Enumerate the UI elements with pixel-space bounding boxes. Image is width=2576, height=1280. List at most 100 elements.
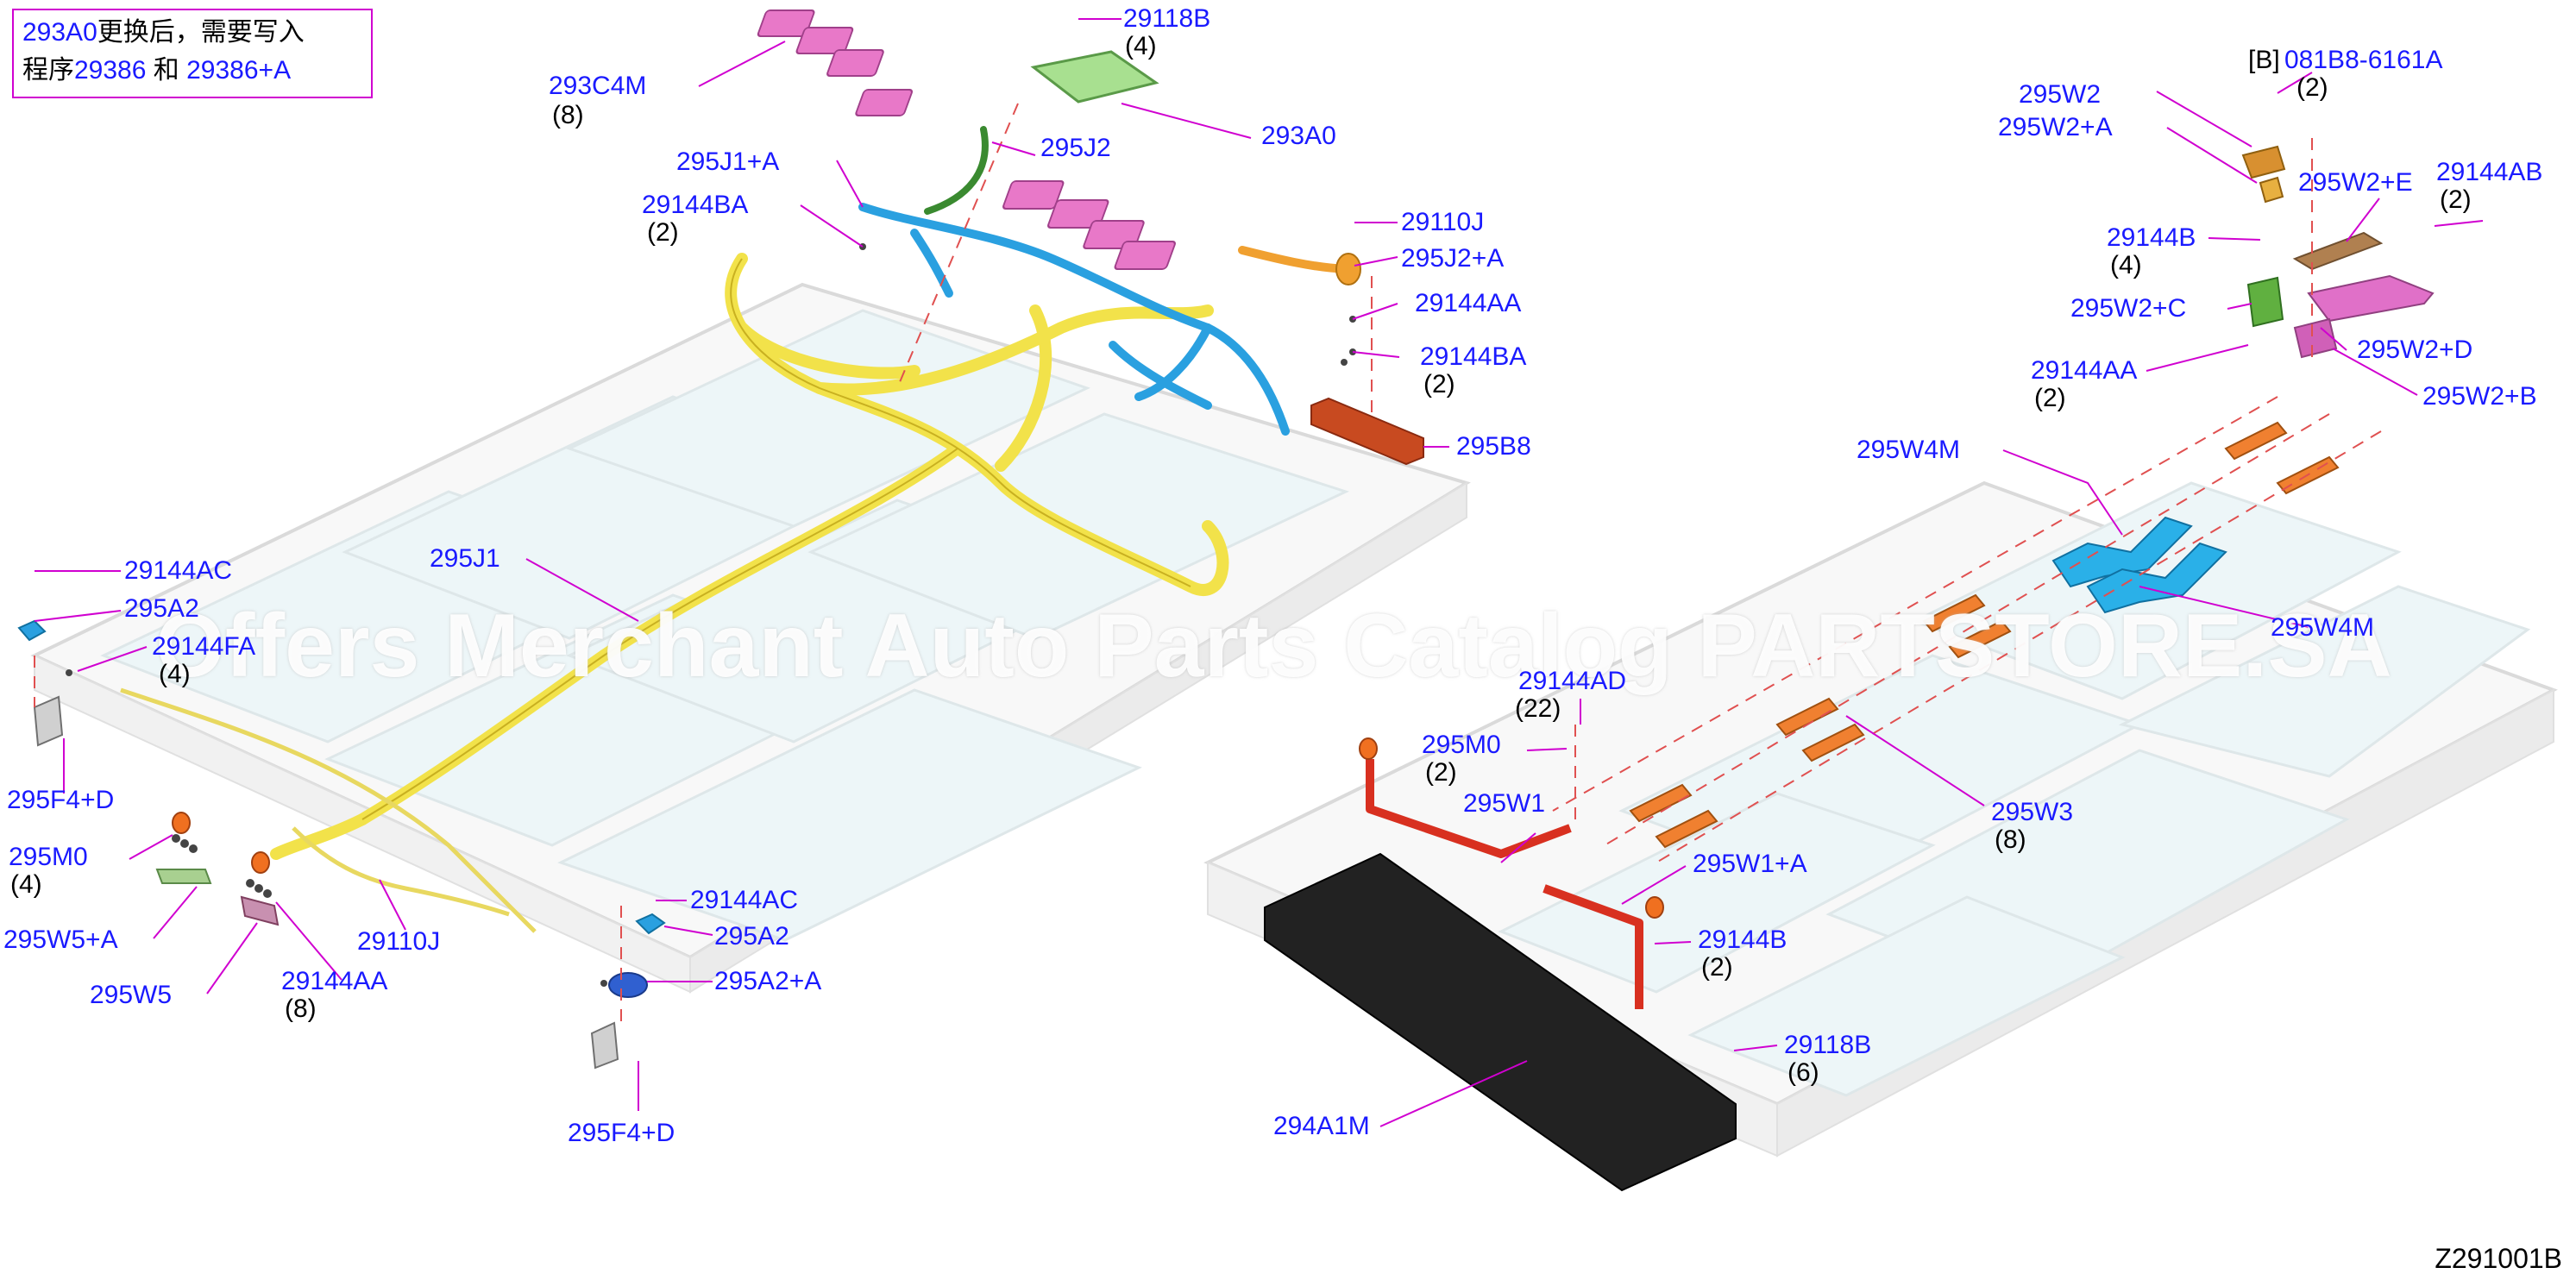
label-295J1-plus-A[interactable]: 295J1+A [676,147,780,176]
label-295W2[interactable]: 295W2 [2019,80,2102,109]
note-part-293A0[interactable]: 293A0 [22,18,97,47]
qty-29144AA-bottom: (8) [285,995,317,1023]
note-box: 293A0更换后，需要写入 程序29386 和 29386+A [12,9,373,98]
label-295M0-left[interactable]: 295M0 [9,843,88,871]
label-295J2[interactable]: 295J2 [1040,134,1111,162]
label-295W4M-top[interactable]: 295W4M [1857,436,1961,464]
label-29144AC-right[interactable]: 29144AC [690,886,799,914]
label-295W2-plus-E[interactable]: 295W2+E [2298,168,2413,197]
label-295W1[interactable]: 295W1 [1463,789,1546,818]
label-29110J-top[interactable]: 29110J [1401,208,1485,236]
note-line-2: 程序29386 和 29386+A [22,52,362,90]
bracket-295W2-plus-B [2293,317,2338,359]
label-295J2-plus-A[interactable]: 295J2+A [1401,244,1505,273]
note-part-29386-plus-A[interactable]: 29386+A [186,56,292,85]
label-29144AC-left[interactable]: 29144AC [124,556,233,585]
bracket-295F4-plus-D-right [590,1021,619,1070]
bracket-295W2-plus-D [2307,274,2435,323]
qty-295M0-left: (4) [10,870,42,899]
bracket-295A2-right [635,913,666,935]
label-295J1[interactable]: 295J1 [430,544,500,573]
plate-295W5-plus-A [155,869,212,884]
module-293C4M-group [757,9,1176,270]
qty-29144FA-left: (4) [159,660,191,688]
label-295A2-plus-A[interactable]: 295A2+A [714,967,822,995]
part-295A2-plus-A [608,972,648,998]
label-295F4-plus-D-left[interactable]: 295F4+D [7,786,115,814]
label-29144AB[interactable]: 29144AB [2436,158,2543,186]
label-293A0[interactable]: 293A0 [1261,122,1336,150]
cap-295M0-right [1359,737,1378,760]
label-29144AD[interactable]: 29144AD [1518,667,1627,695]
label-29144FA-left[interactable]: 29144FA [152,632,256,661]
label-295W2-plus-B[interactable]: 295W2+B [2422,382,2537,411]
note-and: 和 [153,56,179,85]
connector-295J2-plus-A [1238,246,1350,273]
qty-29144B-right: (2) [1701,953,1733,982]
label-295A2-right[interactable]: 295A2 [714,922,789,951]
alignment-lines [34,103,2382,1026]
qty-29144BA-right: (2) [1423,370,1455,398]
bracket-295F4-plus-D-left [33,695,64,747]
qty-29144B-top: (4) [2110,251,2142,279]
note-text-1: 更换后，需要写入 [97,18,305,47]
note-part-29386[interactable]: 29386 [74,56,147,85]
qty-29118B-right: (6) [1787,1058,1819,1087]
label-295B8[interactable]: 295B8 [1456,432,1531,461]
note-prefix: 程序 [22,56,74,85]
label-29144AA-mid[interactable]: 29144AA [1415,289,1522,317]
qty-29144AA-right: (2) [2034,384,2066,412]
label-29144B-top[interactable]: 29144B [2107,223,2196,252]
qty-29144BA-left: (2) [647,218,679,247]
harness-295J1-branch [120,687,537,933]
label-29144BA-right[interactable]: 29144BA [1420,342,1527,371]
bracket-295W2-plus-C [2246,276,2284,328]
label-081B8-6161A[interactable]: 081B8-6161A [2284,46,2443,74]
label-29144AA-bottom[interactable]: 29144AA [281,967,388,995]
note-line-1: 293A0更换后，需要写入 [22,14,362,52]
qty-081B8-6161A: (2) [2296,73,2328,102]
label-295W2-plus-A[interactable]: 295W2+A [1998,113,2113,141]
qty-29144AB: (2) [2440,185,2472,214]
plate-295W5 [240,895,280,926]
label-295W2-plus-D[interactable]: 295W2+D [2357,336,2473,364]
label-29118B-top[interactable]: 29118B [1123,4,1211,33]
label-295W5[interactable]: 295W5 [90,981,173,1009]
label-295W5-plus-A[interactable]: 295W5+A [3,925,118,954]
harness-295J1-plus-A [858,203,1290,436]
figure-id: Z291001B [2435,1243,2562,1274]
label-295W1-plus-A[interactable]: 295W1+A [1693,850,1807,878]
label-29118B-right[interactable]: 29118B [1784,1031,1872,1059]
label-29144B-right[interactable]: 29144B [1698,925,1787,954]
label-295F4-plus-D-right[interactable]: 295F4+D [568,1119,675,1147]
qty-29144AD: (22) [1515,694,1561,723]
caps-295M0-left [172,812,270,874]
label-29144BA-left[interactable]: 29144BA [642,191,749,219]
leader-lines [34,18,2484,1127]
label-294A1M[interactable]: 294A1M [1273,1112,1370,1140]
screws [66,243,1356,987]
qty-295M0-right: (2) [1425,758,1457,787]
connector-295J2-plus-A-end [1335,253,1361,285]
label-295W4M-bottom[interactable]: 295W4M [2271,613,2375,642]
harness-295J1-branch2 [292,826,510,917]
label-295M0-right[interactable]: 295M0 [1422,731,1501,759]
block-295B8 [1310,397,1424,466]
label-295A2-left[interactable]: 295A2 [124,594,199,623]
harness-295J1-outline [361,258,1191,820]
label-295W3[interactable]: 295W3 [1991,798,2074,826]
label-081B8-prefix: [B] [2248,46,2280,74]
busbar-295W1 [1366,759,1572,858]
label-29110J-bottom[interactable]: 29110J [357,927,441,956]
label-29144AA-right[interactable]: 29144AA [2031,356,2138,385]
cap-295M0-right-2 [1645,896,1664,919]
bracket-295W2-plus-E [2292,231,2384,271]
qty-295W3: (8) [1995,825,2026,854]
busbars-295W4M [2051,516,2227,614]
connector-295J2 [924,126,989,215]
bracket-295W2 [2241,145,2286,179]
bracket-295W2-plus-A [2259,176,2284,204]
label-295W2-plus-C[interactable]: 295W2+C [2070,294,2187,323]
label-293C4M[interactable]: 293C4M [549,72,647,100]
